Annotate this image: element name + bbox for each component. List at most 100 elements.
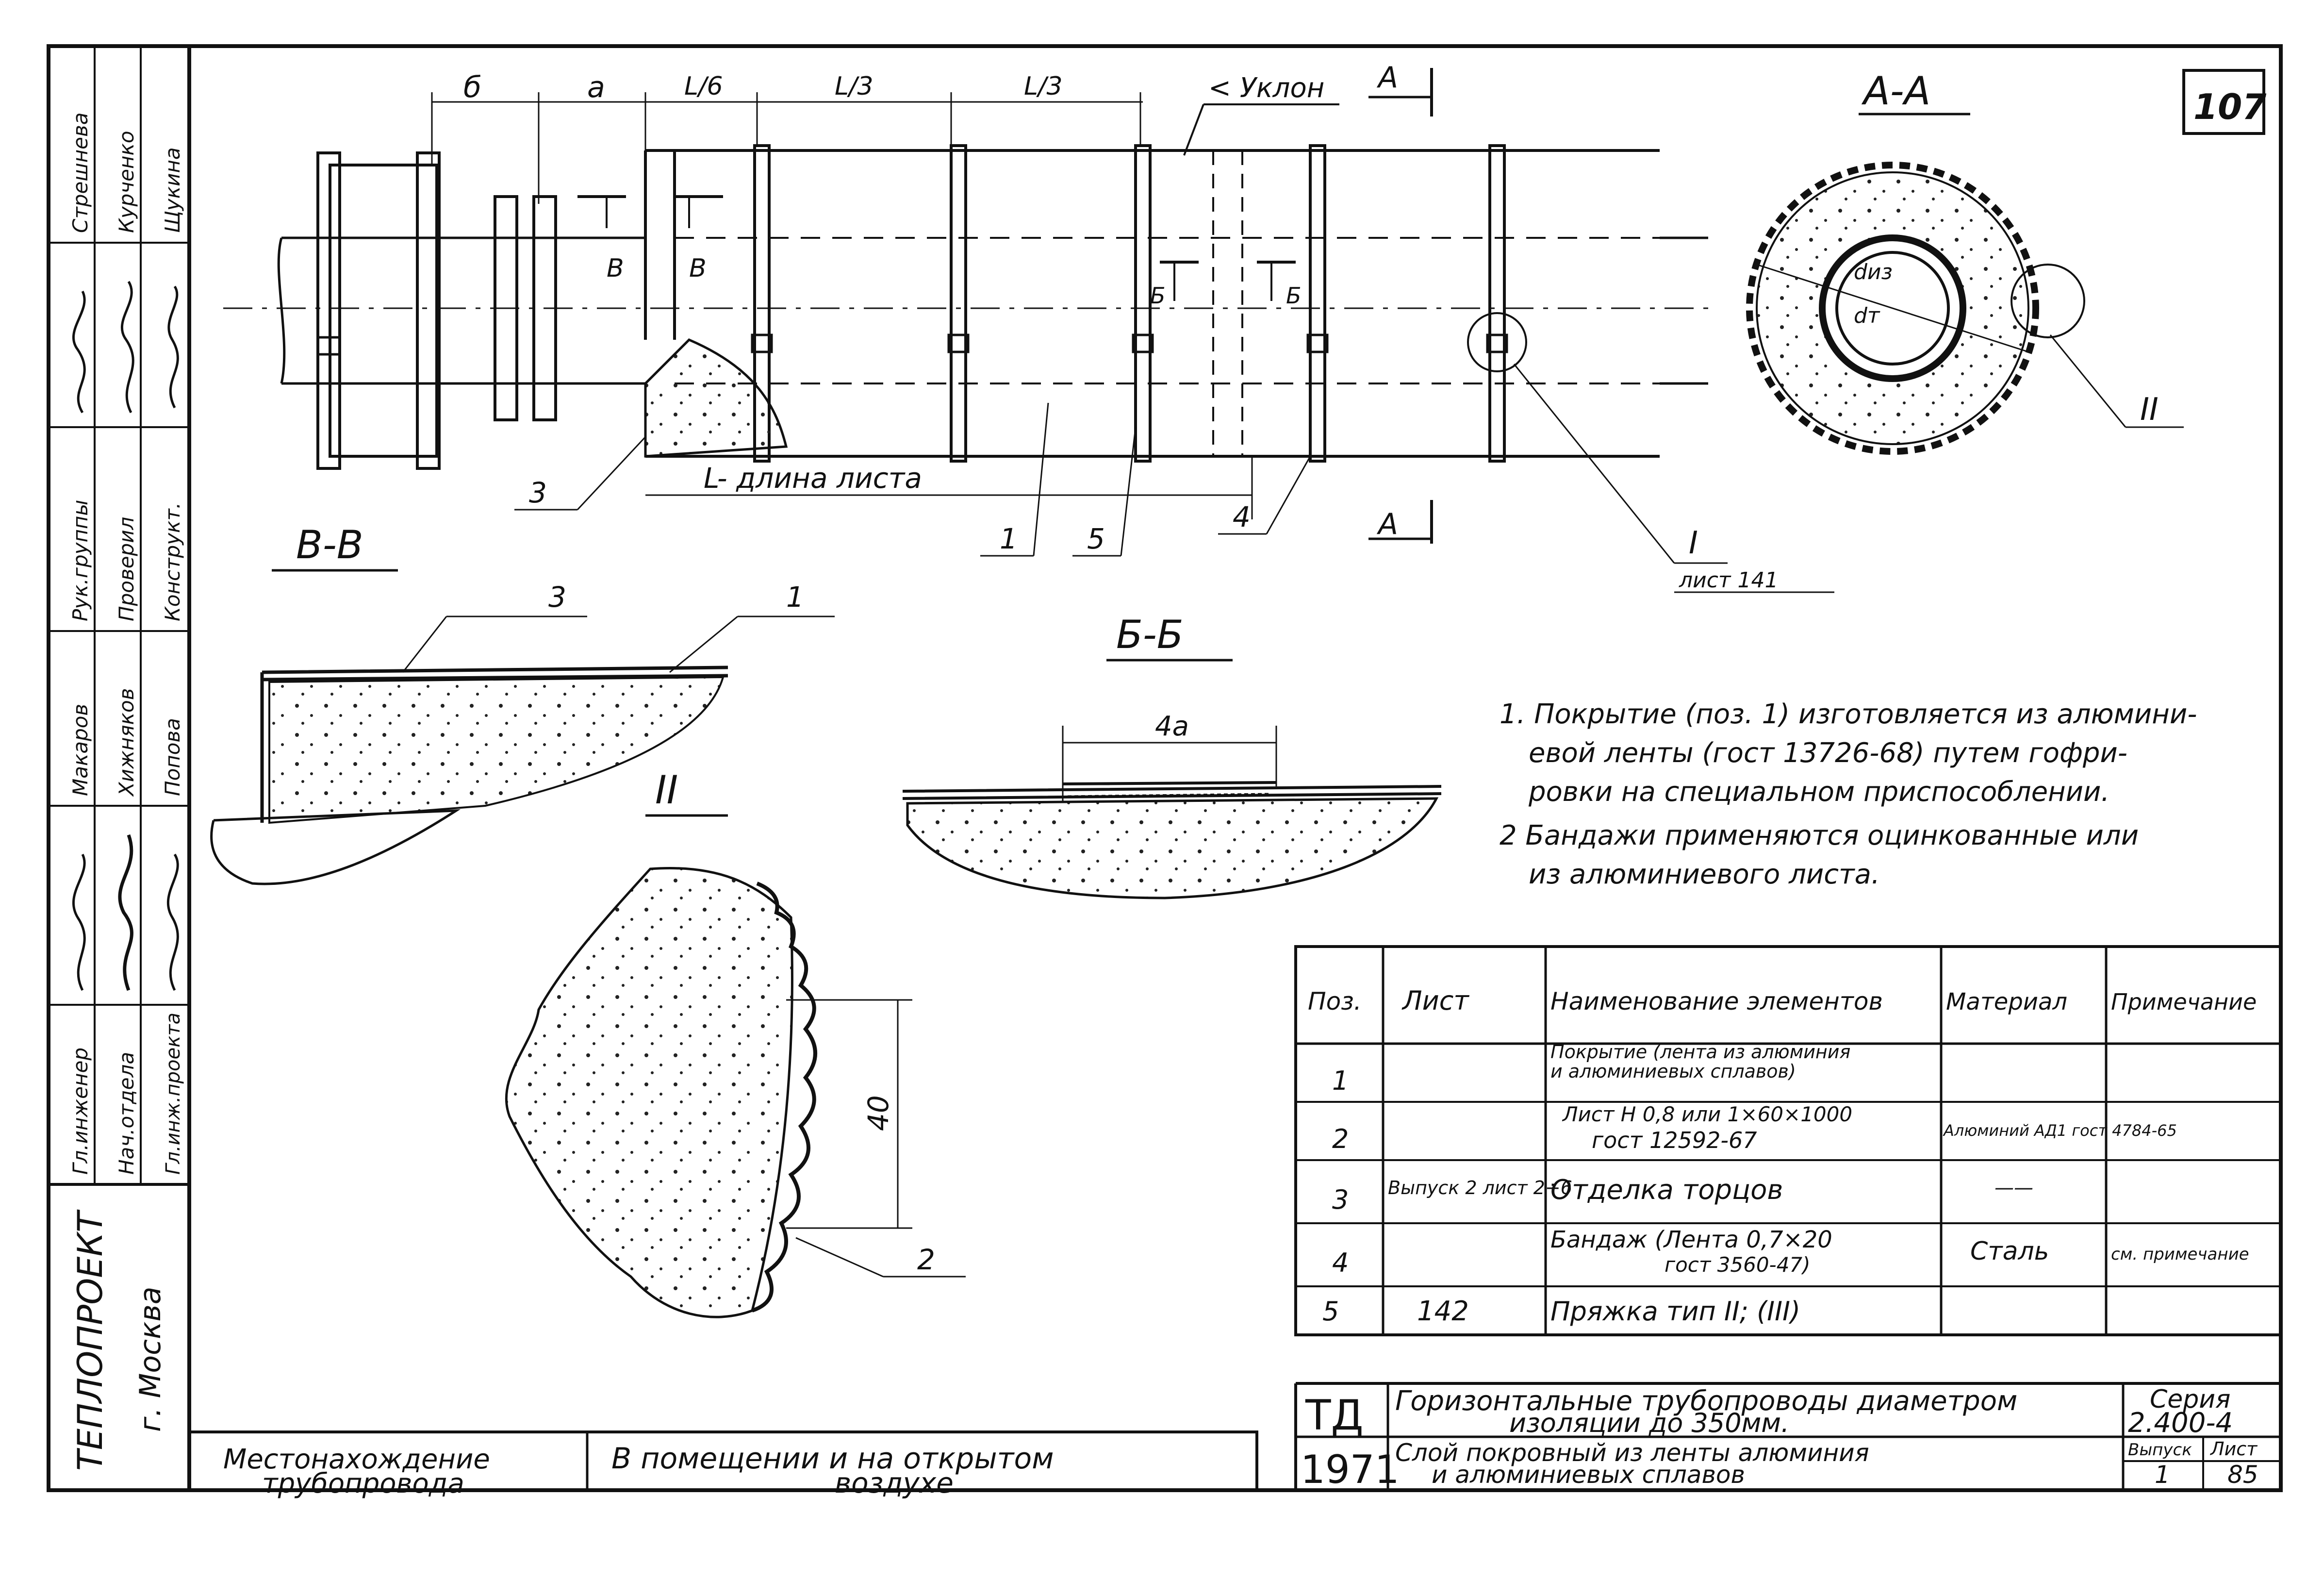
stamp-role-1: Гл.инженер — [68, 1048, 92, 1175]
issue-value: 1 — [2155, 1461, 2170, 1489]
note-line-4: 2 Бандажи применяются оцинкованные или — [1500, 820, 2139, 851]
sheet-value: 85 — [2227, 1461, 2258, 1489]
detail-ii-title: II — [655, 767, 678, 813]
callout-i-ref: лист 141 — [1679, 568, 1779, 593]
th-sheet: Лист — [1401, 985, 1469, 1016]
row1-pos: 1 — [1332, 1065, 1349, 1096]
sheet-number: 107 — [2193, 86, 2266, 127]
section-bb-dim: 4а — [1155, 711, 1189, 742]
pos-5: 5 — [1087, 522, 1105, 555]
dim-b: б — [463, 70, 481, 104]
cut-b-1: Б — [1150, 283, 1166, 309]
section-vv-title: В-В — [296, 522, 363, 567]
signature-1 — [72, 290, 86, 414]
location-block: Местонахождение трубопровода В помещении… — [188, 1430, 1258, 1499]
cut-a-top: А — [1376, 61, 1398, 95]
th-name: Наименование элементов — [1550, 987, 1883, 1015]
signature-5 — [118, 834, 133, 991]
th-note: Примечание — [2111, 989, 2257, 1015]
pos-3: 3 — [529, 476, 547, 509]
spec-table: Поз. Лист Наименование элементов Материа… — [1294, 945, 2282, 1336]
notes: 1. Покрытие (поз. 1) изготовляется из ал… — [1500, 699, 2197, 890]
stamp-org: ТЕПЛОПРОЕКТ — [70, 1209, 110, 1471]
dim-dt: dт — [1854, 303, 1880, 328]
sheet-number-box: 107 — [2182, 69, 2266, 135]
title-block: ТД 1971 Горизонтальные трубопроводы диам… — [1294, 1382, 2281, 1492]
row5-pos: 5 — [1322, 1296, 1339, 1327]
stamp-role-6: Конструкт. — [161, 502, 184, 621]
location-label-2: трубопровода — [262, 1468, 464, 1499]
th-material: Материал — [1946, 988, 2067, 1015]
dim-l3-2: L/3 — [1024, 72, 1063, 101]
row2-name-a: Лист Н 0,8 или 1×60×1000 — [1562, 1102, 1852, 1126]
detail-ii-dim: 40 — [862, 1095, 895, 1131]
row4-pos: 4 — [1332, 1247, 1349, 1278]
vv-pos-3: 3 — [548, 581, 566, 614]
stamp-name-3: Попова — [161, 718, 184, 796]
stamp-name-1: Макаров — [68, 704, 92, 796]
signature-4 — [72, 853, 86, 991]
location-label-1: Местонахождение — [223, 1444, 490, 1475]
pos-4: 4 — [1233, 500, 1251, 533]
stamp-name-6: Щукина — [161, 147, 184, 233]
row3-sheet: Выпуск 2 лист 2÷6 — [1388, 1177, 1572, 1198]
stamp-role-3: Гл.инж.проекта — [162, 1013, 184, 1175]
pos-1: 1 — [1000, 522, 1018, 555]
row4-note: см. примечание — [2111, 1245, 2249, 1264]
sheet-label: Лист — [2209, 1438, 2258, 1460]
section-aa-title: А-А — [1861, 68, 1930, 114]
callout-i: I — [1689, 525, 1698, 561]
row3-material: —— — [1994, 1177, 2033, 1199]
stamp-role-4: Рук.группы — [68, 499, 92, 621]
stamp-role-2: Нач.отдела — [115, 1052, 138, 1175]
td-mark: ТД — [1305, 1391, 1364, 1440]
section-bb: Б-Б 4а — [902, 612, 1442, 899]
detail-ii-pos-2: 2 — [917, 1243, 935, 1276]
section-bb-title: Б-Б — [1116, 612, 1184, 657]
side-stamp: ТЕПЛОПРОЕКТ г. Москва Гл.инженер Нач.отд… — [49, 46, 189, 1471]
row1-name-b: и алюминиевых сплавов) — [1550, 1061, 1796, 1082]
row2-name-b: гост 12592-67 — [1592, 1127, 1757, 1153]
cut-b-2: Б — [1286, 283, 1302, 309]
corrugated-cover — [751, 881, 817, 1313]
row2-material: Алюминий АД1 гост 4784-65 — [1943, 1121, 2177, 1140]
cut-v-2: В — [689, 254, 707, 283]
location-value-2: воздухе — [835, 1466, 954, 1499]
dim-a: а — [587, 70, 605, 104]
series-value: 2.400-4 — [2128, 1407, 2233, 1439]
dim-l3-1: L/3 — [835, 72, 874, 101]
note-line-1: 1. Покрытие (поз. 1) изготовляется из ал… — [1500, 699, 2197, 730]
note-line-2: евой ленты (гост 13726-68) путем гофри- — [1529, 737, 2127, 769]
title-line-1: Горизонтальные трубопроводы диаметром — [1395, 1385, 2017, 1417]
note-line-3: ровки на специальном приспособлении. — [1528, 776, 2110, 808]
stamp-name-2: Хижняков — [115, 688, 138, 797]
stamp-name-5: Курченко — [115, 131, 138, 233]
stamp-role-5: Проверил — [115, 517, 138, 621]
signature-2 — [120, 281, 134, 414]
row5-sheet: 142 — [1417, 1296, 1469, 1327]
issue-label: Выпуск — [2128, 1440, 2192, 1460]
dim-l6: L/6 — [684, 72, 723, 101]
dim-dins: dиз — [1854, 260, 1893, 284]
vv-pos-1: 1 — [786, 581, 804, 614]
year-mark: 1971 — [1301, 1447, 1400, 1492]
row3-name: Отделка торцов — [1550, 1174, 1783, 1206]
section-vv: В-В 3 1 — [210, 522, 835, 885]
location-value-1: В помещении и на открытом — [611, 1442, 1054, 1476]
row1-name-a: Покрытие (лента из алюминия — [1550, 1041, 1850, 1063]
row4-name-b: гост 3560-47) — [1665, 1253, 1811, 1277]
signature-6 — [166, 853, 179, 991]
top-view: б а L/6 L/3 L/3 < Уклон А А В В Б Б L- д… — [223, 61, 1834, 593]
subtitle-line-1: Слой покровный из ленты алюминия — [1395, 1439, 1869, 1467]
series-label: Серия — [2150, 1385, 2230, 1414]
row2-pos: 2 — [1332, 1124, 1349, 1154]
insulation-cutaway — [644, 338, 788, 458]
stamp-city: г. Москва — [133, 1286, 167, 1432]
th-pos: Поз. — [1308, 987, 1362, 1015]
cut-v-1: В — [607, 254, 624, 283]
subtitle-line-2: и алюминиевых сплавов — [1432, 1461, 1745, 1489]
stamp-name-4: Стрешнева — [68, 112, 92, 233]
length-label: L- длина листа — [704, 462, 922, 495]
row5-name: Пряжка тип II; (III) — [1550, 1296, 1800, 1327]
